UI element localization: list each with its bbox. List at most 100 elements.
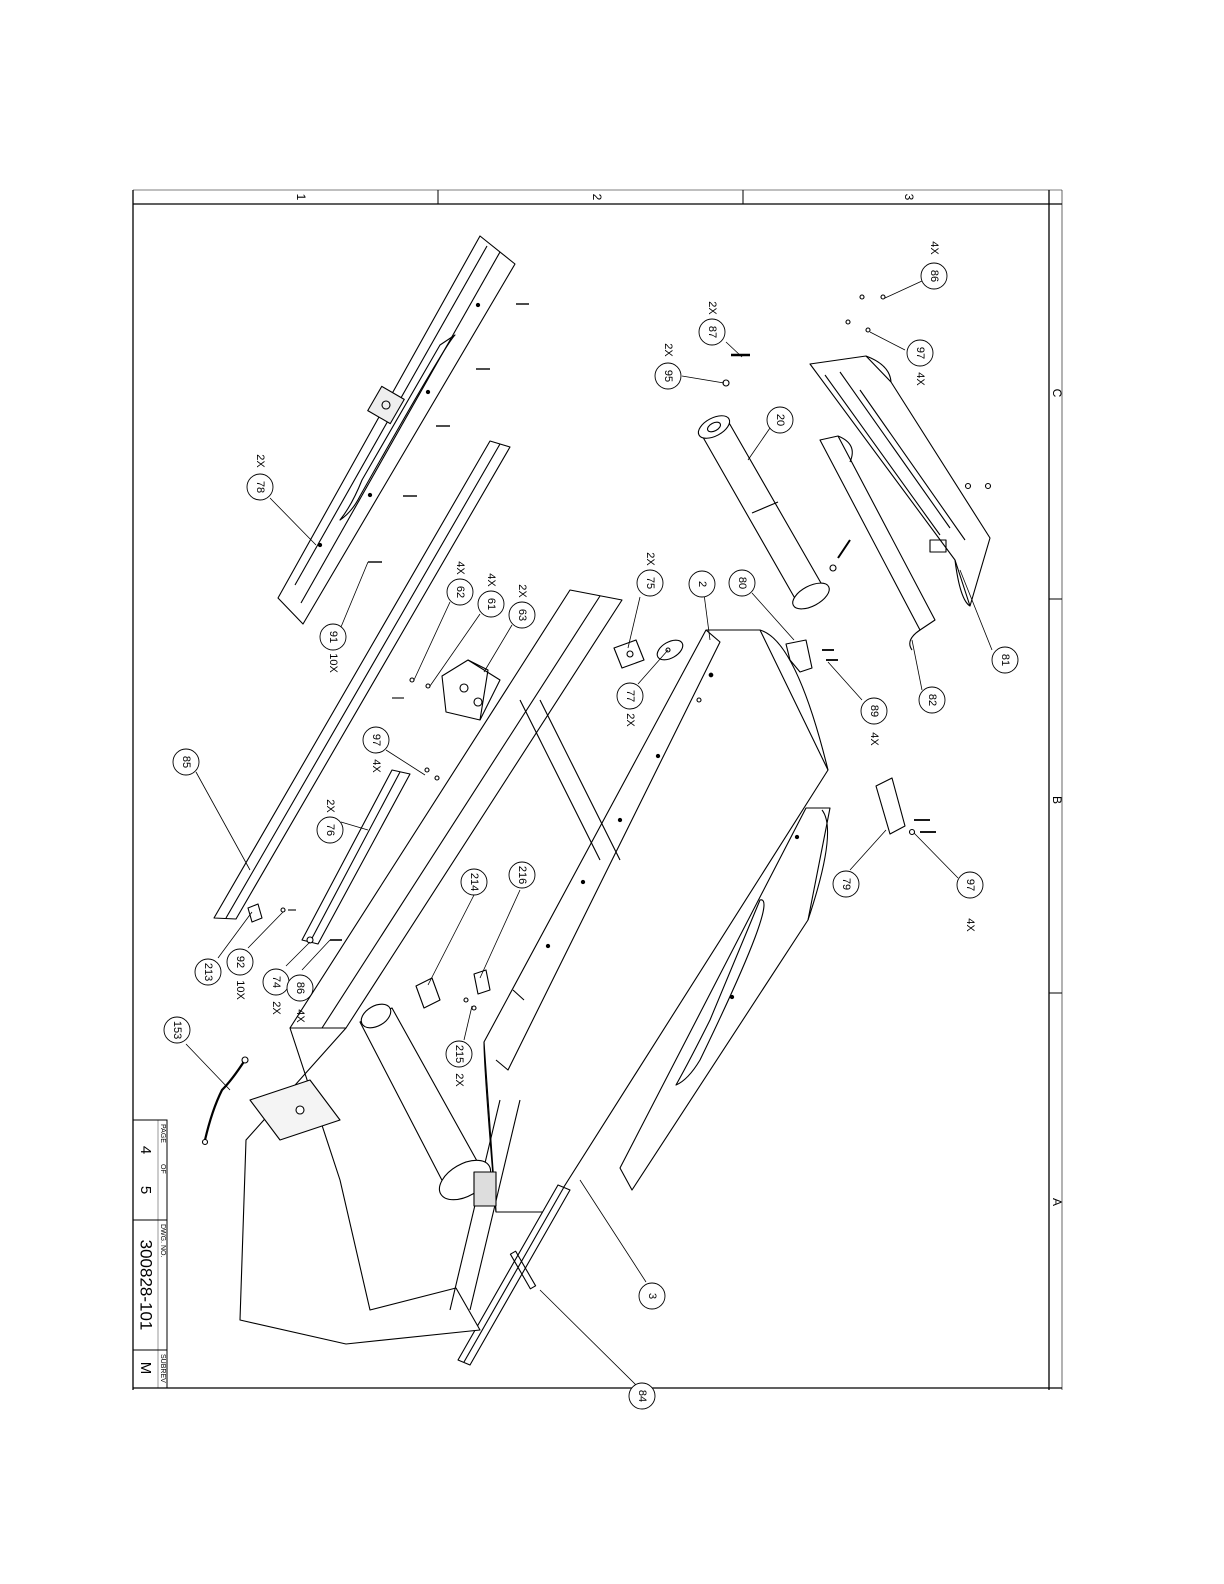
callout-balloon: 20 xyxy=(767,407,793,433)
zone-col-3: 3 xyxy=(902,194,916,201)
callout-balloon: 82 xyxy=(919,687,945,713)
callout-balloon: 91 10X xyxy=(320,624,346,673)
callout-balloon: 92 10X xyxy=(227,949,253,1000)
callout-quantity: 10X xyxy=(234,980,246,1000)
callout-balloon: 75 2X xyxy=(637,552,663,596)
callout-quantity: 4X xyxy=(485,573,497,587)
callout-part-number: 91 xyxy=(327,631,339,643)
callout-balloon: 213 xyxy=(195,959,221,985)
callout-part-number: 215 xyxy=(453,1045,465,1063)
callout-part-number: 92 xyxy=(234,956,246,968)
callout-part-number: 61 xyxy=(485,598,497,610)
callout-balloon: 97 4X xyxy=(363,727,389,773)
callout-balloon: 61 4X xyxy=(478,573,504,617)
callout-balloon: 97 4X xyxy=(957,872,983,932)
callout-part-number: 97 xyxy=(914,347,926,359)
callout-part-number: 86 xyxy=(928,270,940,282)
callout-part-number: 77 xyxy=(624,690,636,702)
callout-balloon: 74 2X xyxy=(263,969,289,1015)
callout-balloon: 84 xyxy=(629,1383,655,1409)
callout-quantity: 2X xyxy=(324,799,336,813)
side-rail-upper xyxy=(278,236,515,624)
title-block-page-number: 4 xyxy=(137,1146,154,1154)
callout-quantity: 4X xyxy=(914,372,926,386)
callout-part-number: 20 xyxy=(774,414,786,426)
callout-balloon: 216 xyxy=(509,862,535,888)
callout-part-number: 84 xyxy=(636,1390,648,1402)
callout-quantity: 2X xyxy=(270,1001,282,1015)
callout-part-number: 85 xyxy=(180,756,192,768)
callout-balloon: 3 xyxy=(639,1283,665,1309)
callout-part-number: 63 xyxy=(516,609,528,621)
callout-part-number: 97 xyxy=(370,734,382,746)
callout-part-number: 81 xyxy=(999,654,1011,666)
zone-row-c: C xyxy=(1050,389,1064,398)
callout-quantity: 2X xyxy=(254,454,266,468)
callout-quantity: 10X xyxy=(327,653,339,673)
callout-quantity: 2X xyxy=(644,552,656,566)
callout-part-number: 216 xyxy=(516,866,528,884)
callout-balloon: 81 xyxy=(992,647,1018,673)
callout-part-number: 97 xyxy=(964,879,976,891)
callout-quantity: 2X xyxy=(453,1073,465,1087)
callout-part-number: 153 xyxy=(171,1021,183,1039)
title-block-of-caption: OF xyxy=(159,1164,166,1174)
zone-col-2: 2 xyxy=(590,194,604,201)
callout-part-number: 75 xyxy=(644,577,656,589)
power-cord xyxy=(203,1057,249,1145)
callout-part-number: 76 xyxy=(324,824,336,836)
callout-quantity: 4X xyxy=(928,241,940,255)
callout-quantity: 4X xyxy=(964,918,976,932)
callout-part-number: 2 xyxy=(696,581,708,587)
zone-row-b: B xyxy=(1050,796,1064,804)
callout-balloon: 2 xyxy=(689,571,715,597)
title-block-subrev-caption: SUBREV xyxy=(159,1354,166,1383)
callout-balloon: 95 2X xyxy=(655,343,681,389)
callout-quantity: 2X xyxy=(516,584,528,598)
callout-balloon: 87 2X xyxy=(699,301,725,345)
callout-quantity: 4X xyxy=(370,759,382,773)
title-block-subrev: M xyxy=(137,1362,154,1375)
callout-quantity: 2X xyxy=(706,301,718,315)
small-brackets xyxy=(416,970,490,1010)
callout-part-number: 62 xyxy=(454,586,466,598)
title-block-page-caption: PAGE xyxy=(159,1124,166,1143)
zone-row-a: A xyxy=(1050,1198,1064,1206)
callout-balloon: 80 xyxy=(729,570,755,596)
callout-balloon: 78 2X xyxy=(247,454,273,500)
callout-balloon: 97 4X xyxy=(907,340,933,386)
callout-part-number: 95 xyxy=(662,370,674,382)
callout-part-number: 74 xyxy=(270,976,282,988)
callout-quantity: 4X xyxy=(294,1009,306,1023)
callout-balloon: 153 xyxy=(164,1017,190,1043)
title-block-page-total: 5 xyxy=(137,1186,154,1194)
title-block-drawing-number: 300828-101 xyxy=(137,1240,156,1331)
bracket-79 xyxy=(876,778,936,835)
callout-part-number: 214 xyxy=(468,873,480,891)
callout-part-number: 82 xyxy=(926,694,938,706)
callout-balloon: 624X xyxy=(447,561,473,605)
callout-balloon: 76 2X xyxy=(317,799,343,843)
zone-col-1: 1 xyxy=(294,194,308,201)
callout-part-number: 78 xyxy=(254,481,266,493)
callout-quantity: 2X xyxy=(662,343,674,357)
callout-part-number: 213 xyxy=(202,963,214,981)
callout-part-number: 89 xyxy=(868,705,880,717)
callout-quantity: 4X xyxy=(868,732,880,746)
callout-part-number: 87 xyxy=(706,326,718,338)
callout-balloon: 77 2X xyxy=(617,683,643,727)
callout-balloon: 89 4X xyxy=(861,698,887,746)
callout-balloon: 79 xyxy=(833,871,859,897)
callout-balloon: 86 4X xyxy=(921,241,947,289)
callout-part-number: 86 xyxy=(294,982,306,994)
rear-roller xyxy=(357,999,497,1208)
callout-quantity: 2X xyxy=(624,713,636,727)
hinge-bracket xyxy=(614,636,686,668)
callout-part-number: 80 xyxy=(736,577,748,589)
callout-balloon: 214 xyxy=(461,869,487,895)
callout-part-number: 3 xyxy=(646,1293,658,1299)
title-block-dwg-caption: DWG. NO. xyxy=(159,1224,166,1257)
callout-part-number: 79 xyxy=(840,878,852,890)
callout-balloon: 85 xyxy=(173,749,199,775)
